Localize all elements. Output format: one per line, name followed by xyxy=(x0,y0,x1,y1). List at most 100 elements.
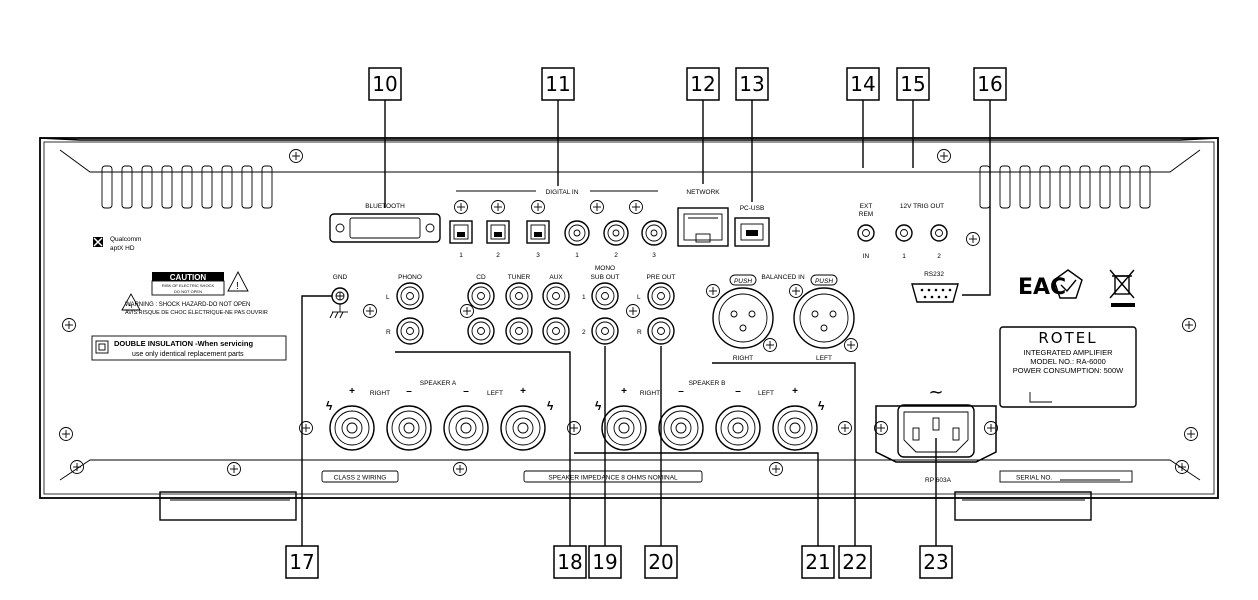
optical-num-label: 3 xyxy=(536,252,540,259)
spk-a-r-minus: – xyxy=(406,386,412,397)
screw-icon xyxy=(460,304,474,318)
caution-small-1: RISK OF ELECTRIC SHOCK xyxy=(162,283,215,288)
brand-logo-text: ROTEL xyxy=(1038,329,1097,347)
nameplate-line-3: POWER CONSUMPTION: 500W xyxy=(1013,366,1124,375)
speaker-b-right-label: RIGHT xyxy=(640,390,660,397)
speaker-binding-post xyxy=(500,405,546,451)
bolt-icon: ϟ xyxy=(547,399,554,413)
rca-jack xyxy=(591,282,619,310)
push-left-label: PUSH xyxy=(815,278,833,285)
callout-number: 22 xyxy=(842,550,867,574)
double-insulation-text-1: DOUBLE INSULATION -When servicing xyxy=(114,339,253,348)
spk-b-r-plus: + xyxy=(621,386,627,397)
screw-icon xyxy=(590,200,604,214)
aptx-label: aptX HD xyxy=(110,245,135,252)
callout-leaders xyxy=(301,100,991,546)
trigger-outputs: 12V TRIG OUT 1 2 xyxy=(895,203,948,260)
pc-usb-port: PC-USB xyxy=(734,205,770,247)
callout-number: 16 xyxy=(977,72,1002,96)
callout-22: 22 xyxy=(838,545,872,579)
callout-number: 14 xyxy=(850,72,875,96)
speaker-b-label: SPEAKER B xyxy=(689,380,726,387)
coax-input-2: 2 xyxy=(603,220,629,259)
callout-number: 20 xyxy=(648,550,673,574)
spk-b-l-plus: + xyxy=(792,386,798,397)
speaker-a-label: SPEAKER A xyxy=(420,380,457,387)
nameplate: ROTEL INTEGRATED AMPLIFIER MODEL NO.: RA… xyxy=(999,326,1137,408)
callout-13: 13 xyxy=(735,67,769,101)
coax-num-label: 3 xyxy=(652,252,656,259)
screw-icon xyxy=(966,232,980,246)
speaker-binding-post xyxy=(443,405,489,451)
mono-label: MONO xyxy=(595,265,615,272)
rp-code-label: RP 603A xyxy=(925,477,952,484)
double-insulation-label: DOUBLE INSULATION -When servicing use on… xyxy=(91,335,287,361)
nameplate-line-2: MODEL NO.: RA-6000 xyxy=(1030,357,1106,366)
rca-jack xyxy=(647,317,675,345)
serial-label: SERIAL NO. xyxy=(1016,475,1052,482)
phono-label: PHONO xyxy=(398,274,422,281)
callout-number: 23 xyxy=(923,550,948,574)
ext-label: EXT xyxy=(860,203,873,210)
bolt-icon: ϟ xyxy=(595,399,602,413)
pre-l-label: L xyxy=(637,294,641,301)
gnd-label: GND xyxy=(333,274,348,281)
coax-input-1: 1 xyxy=(564,220,590,259)
phono-l-label: L xyxy=(386,294,390,301)
speaker-binding-post xyxy=(329,405,375,451)
sub-num-1: 1 xyxy=(582,294,586,301)
screw-icon xyxy=(874,421,888,435)
speaker-b-left-label: LEFT xyxy=(758,390,774,397)
qualcomm-label: Qualcomm xyxy=(110,236,141,243)
bluetooth-antenna-module: BLUETOOTH xyxy=(329,203,441,243)
callout-11: 11 xyxy=(541,67,575,101)
trig-num-2: 2 xyxy=(937,253,941,260)
screw-icon xyxy=(937,149,951,163)
callout-18: 18 xyxy=(553,545,587,579)
callout-12: 12 xyxy=(686,67,720,101)
callout-15: 15 xyxy=(896,67,930,101)
ext-rem-in-label: IN xyxy=(863,253,870,260)
screw-icon xyxy=(1175,460,1189,474)
screw-icon xyxy=(59,427,73,441)
phono-r-label: R xyxy=(386,329,391,336)
rca-jack xyxy=(396,317,424,345)
eac-mark: EAC xyxy=(1018,275,1066,300)
compliance-marks: EAC xyxy=(1018,269,1135,307)
screw-icon xyxy=(299,421,313,435)
callout-21: 21 xyxy=(801,545,835,579)
rcm-mark-icon xyxy=(1053,269,1083,299)
screw-icon xyxy=(454,200,468,214)
callout-17: 17 xyxy=(285,545,319,579)
rs232-label: RS232 xyxy=(924,271,944,278)
screw-icon xyxy=(491,200,505,214)
callout-number: 12 xyxy=(690,72,715,96)
speaker-binding-post xyxy=(715,405,761,451)
screw-icon xyxy=(70,460,84,474)
xlr-left-label: LEFT xyxy=(816,355,832,362)
callout-number: 17 xyxy=(289,550,314,574)
caution-label: ϟ CAUTION RISK OF ELECTRIC SHOCK DO NOT … xyxy=(121,271,268,316)
wiring-labels: CLASS 2 WIRING SPEAKER IMPEDANCE 8 OHMS … xyxy=(321,470,703,483)
coax-input-3: 3 xyxy=(641,220,667,259)
rs232-port: RS232 xyxy=(911,271,959,303)
speaker-a-left-label: LEFT xyxy=(487,390,503,397)
serial-number-box: SERIAL NO. xyxy=(999,470,1133,483)
screw-icon xyxy=(769,462,783,476)
rca-jack xyxy=(542,282,570,310)
analog-input-labels: PHONO L R CD TUNER AUX MONO SUB OUT 1 2 … xyxy=(386,265,675,336)
screw-icon xyxy=(453,462,467,476)
screw-icon xyxy=(227,462,241,476)
caution-title: CAUTION xyxy=(170,273,207,282)
callout-number: 18 xyxy=(557,550,582,574)
screw-icon xyxy=(763,338,777,352)
pre-out-label: PRE OUT xyxy=(647,274,676,281)
callout-19: 19 xyxy=(588,545,622,579)
rca-jack xyxy=(647,282,675,310)
spk-a-l-minus: – xyxy=(463,386,469,397)
speaker-binding-post xyxy=(601,405,647,451)
panel-screws xyxy=(59,149,1198,476)
spk-a-l-plus: + xyxy=(520,386,526,397)
